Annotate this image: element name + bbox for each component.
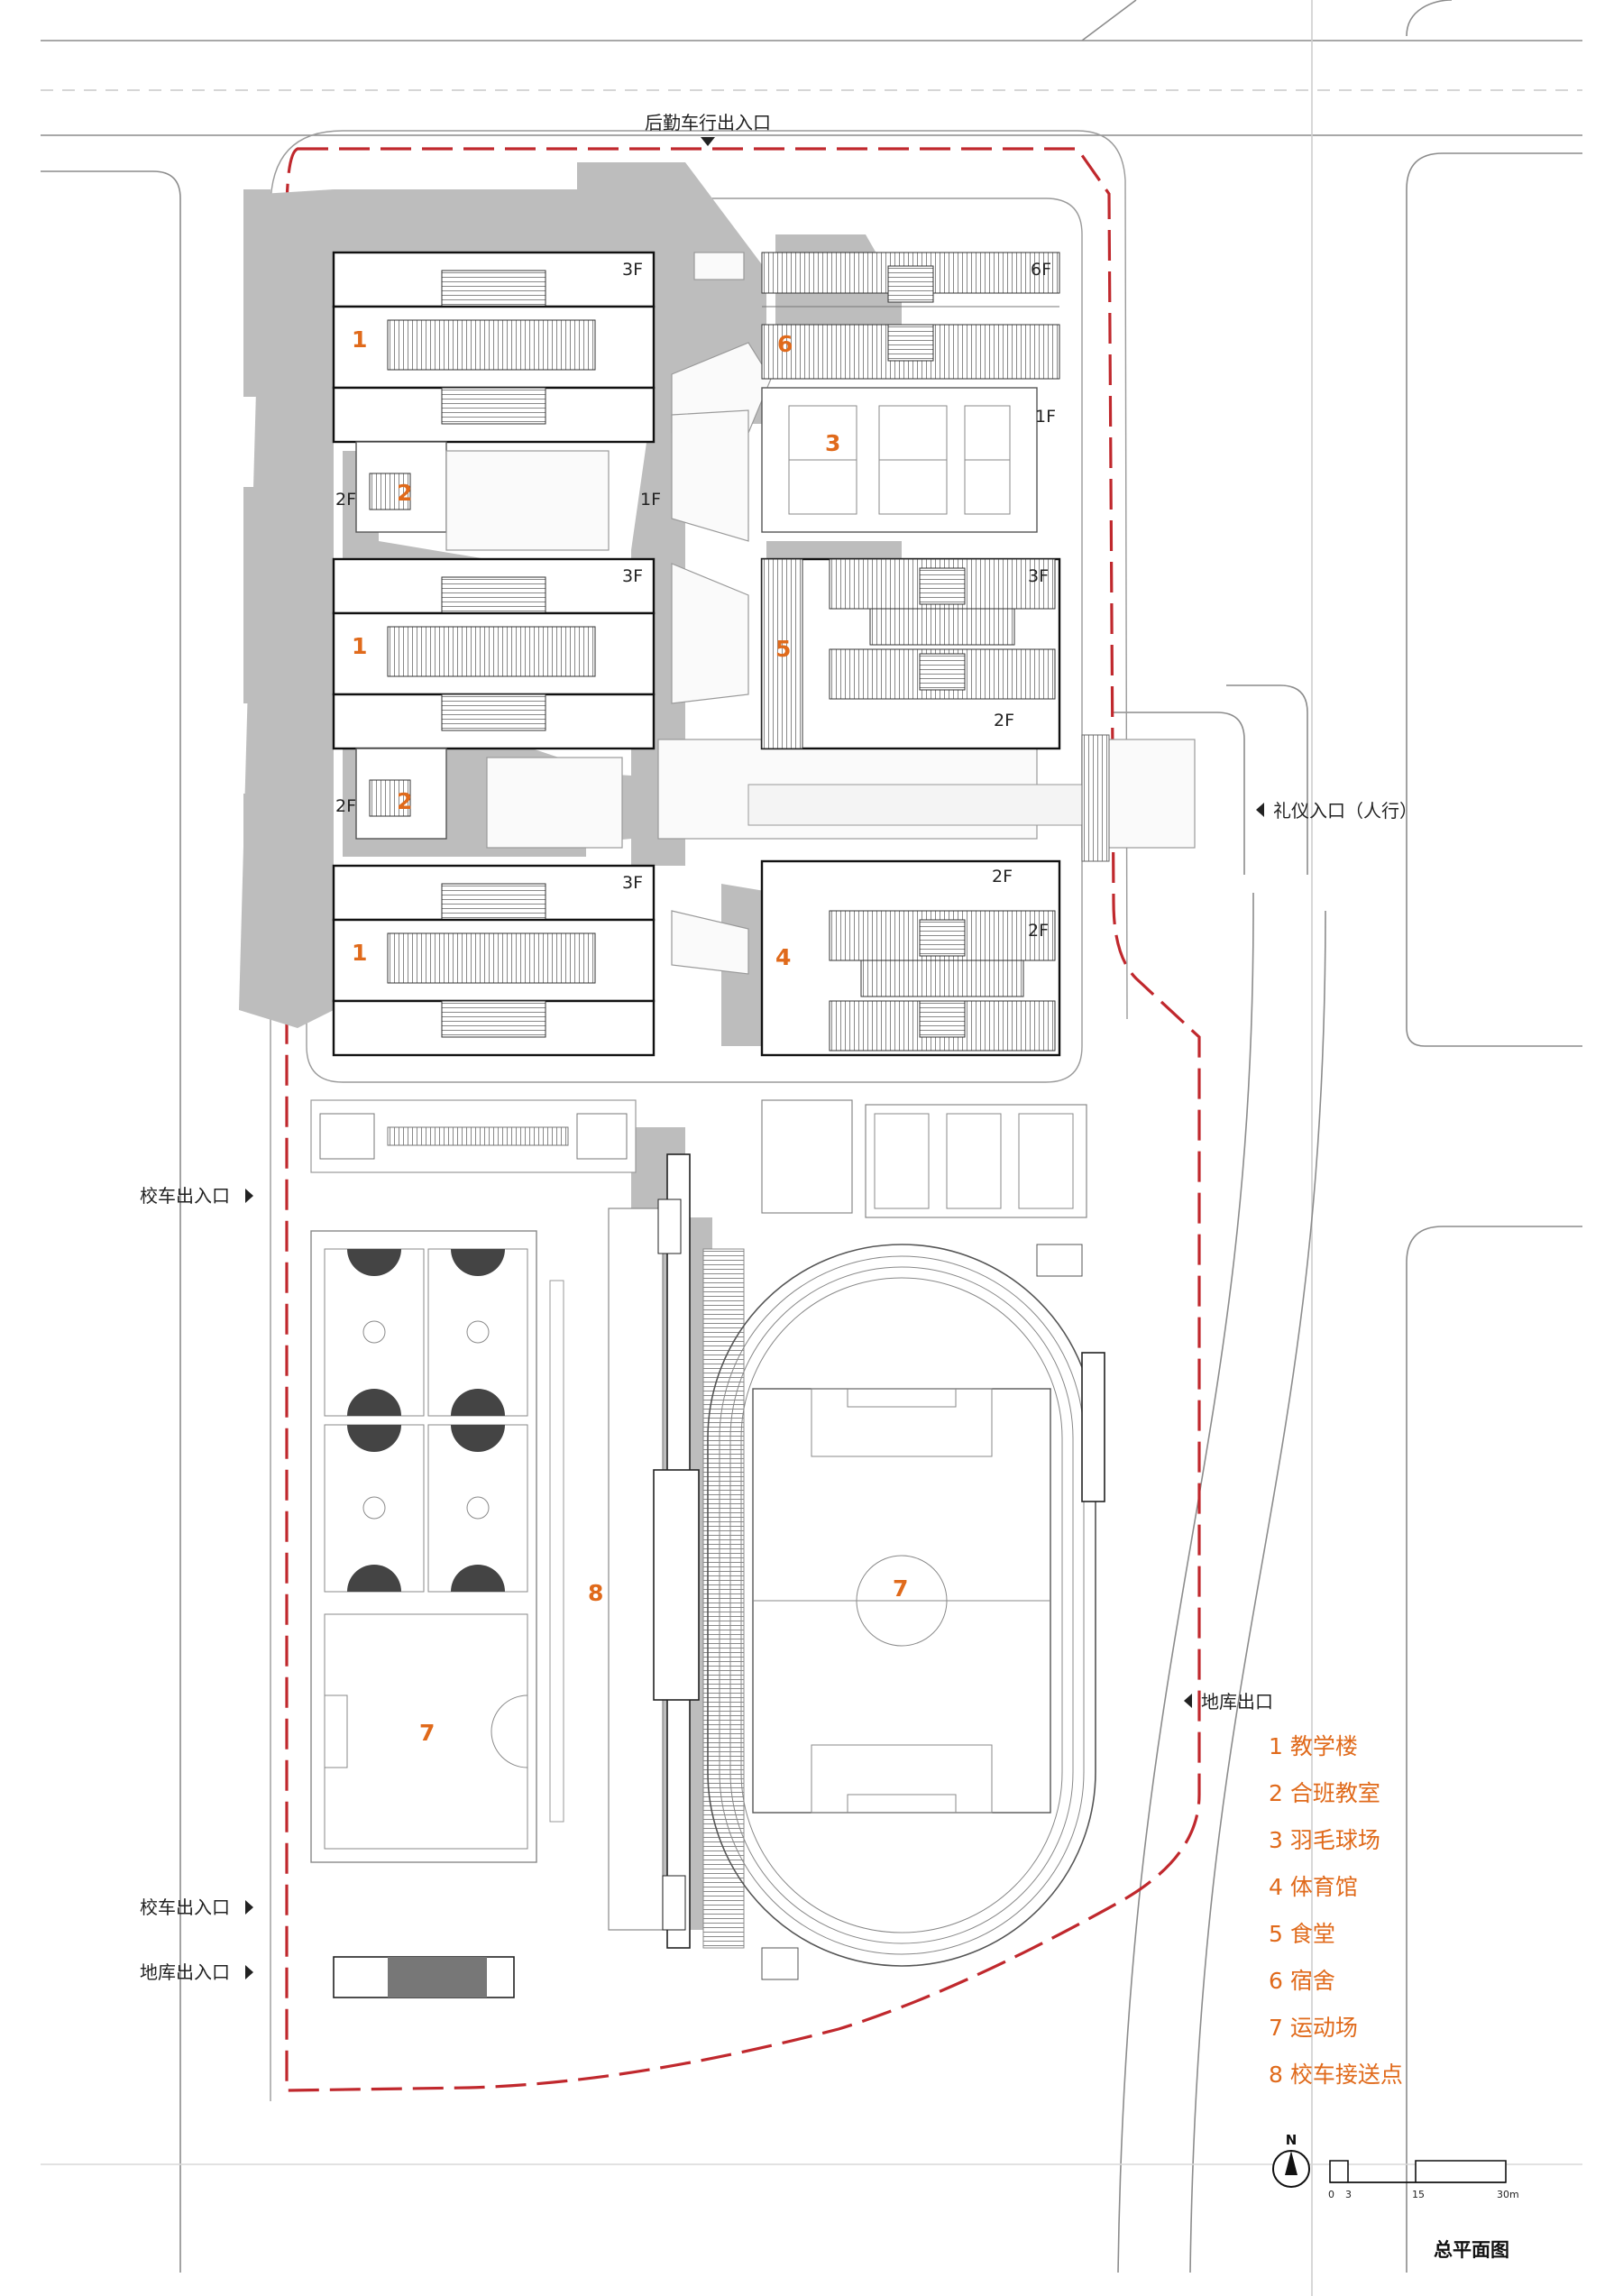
building-number: 1: [352, 940, 367, 966]
floor-label: 3F: [1028, 566, 1049, 586]
ceremonial-axis: [747, 734, 1110, 862]
legend-item: 2 合班教室: [1269, 1780, 1380, 1806]
floor-label: 6F: [1031, 260, 1051, 280]
canteen-5: [760, 557, 1061, 750]
gymnasium-4: [760, 859, 1061, 1057]
down-arrow-icon: [701, 137, 715, 146]
building-number: 7: [419, 1720, 435, 1746]
garage-entrance-label: 地库出入口: [140, 1961, 230, 1983]
building-number-labels: 1 1 1 2 2 3 4 5 6 7 7 8: [352, 326, 908, 1746]
teaching-building-1c: [332, 864, 656, 1057]
scale-bar: 0 3 15 30m: [1328, 2160, 1519, 2200]
floor-label: 2F: [1028, 921, 1049, 941]
floor-label: 2F: [994, 711, 1014, 730]
floor-label: 2F: [992, 867, 1013, 886]
building-number: 1: [352, 326, 367, 353]
north-arrow-icon: N: [1272, 2132, 1310, 2188]
scale-label: 30m: [1497, 2189, 1519, 2200]
floor-label: 1F: [1035, 407, 1056, 427]
floor-label: 3F: [622, 873, 643, 893]
right-arrow-icon: [245, 1900, 253, 1915]
left-arrow-icon: [1184, 1694, 1192, 1708]
garage-exit-label: 地库出口: [1201, 1691, 1273, 1713]
teaching-building-1b: [332, 557, 656, 750]
legend: 1 教学楼 2 合班教室 3 羽毛球场 4 体育馆 5 食堂 6 宿舍 7 运动…: [1269, 1733, 1403, 2088]
scale-label: 3: [1345, 2189, 1352, 2200]
legend-item: 3 羽毛球场: [1269, 1827, 1380, 1853]
school-bus-entrance-label-2: 校车出入口: [140, 1896, 230, 1918]
legend-item: 1 教学楼: [1269, 1733, 1358, 1759]
building-number: 2: [397, 480, 412, 506]
building-number: 4: [775, 944, 791, 970]
scale-label: 0: [1328, 2189, 1334, 2200]
floor-label: 1F: [640, 490, 661, 510]
right-arrow-icon: [245, 1965, 253, 1979]
building-number: 3: [825, 430, 840, 456]
bus-dropoff-8: [333, 1153, 700, 1998]
scale-label: 15: [1412, 2189, 1425, 2200]
floor-label: 3F: [622, 260, 643, 280]
floor-labels: 3F 6F 1F 2F 1F 3F 2F 3F 2F 2F 3F 2F: [335, 260, 1056, 941]
legend-item: 8 校车接送点: [1269, 2062, 1403, 2088]
legend-item: 6 宿舍: [1269, 1968, 1335, 1994]
floor-label: 2F: [335, 796, 356, 816]
rear-service-entrance-label: 后勤车行出入口: [645, 112, 771, 133]
roads: [41, 0, 1582, 2296]
floor-label: 2F: [335, 490, 356, 510]
lecture-hall-2a: [355, 441, 447, 533]
entrance-labels: 后勤车行出入口 礼仪入口（人行） 校车出入口 地库出口 校车出入口 地库出入口: [140, 112, 1417, 1983]
building-number: 6: [777, 331, 793, 357]
right-arrow-icon: [245, 1189, 253, 1203]
courtyards: [445, 252, 1196, 975]
building-number: 8: [588, 1580, 603, 1606]
running-track: [702, 1244, 1105, 1980]
basketball-courts: [310, 1230, 537, 1863]
legend-item: 4 体育馆: [1269, 1874, 1358, 1900]
left-arrow-icon: [1256, 803, 1264, 817]
school-bus-entrance-label-1: 校车出入口: [140, 1185, 230, 1207]
building-number: 2: [397, 788, 412, 814]
legend-item: 7 运动场: [1269, 2015, 1358, 2041]
dormitory-6: [761, 252, 1060, 380]
north-label: N: [1286, 2132, 1297, 2148]
site-boundary: [270, 130, 1201, 2101]
drawing-title: 总平面图: [1434, 2239, 1509, 2261]
middle-facilities: [310, 1099, 1087, 1277]
legend-item: 5 食堂: [1269, 1921, 1335, 1947]
teaching-building-1a: [332, 251, 656, 444]
ceremonial-entrance-label: 礼仪入口（人行）: [1273, 800, 1417, 822]
badminton-courts-3: [761, 387, 1038, 533]
building-number: 1: [352, 633, 367, 659]
building-number: 5: [775, 636, 791, 662]
building-number: 7: [893, 1575, 908, 1602]
lecture-hall-2b: [355, 748, 447, 840]
floor-label: 3F: [622, 566, 643, 586]
